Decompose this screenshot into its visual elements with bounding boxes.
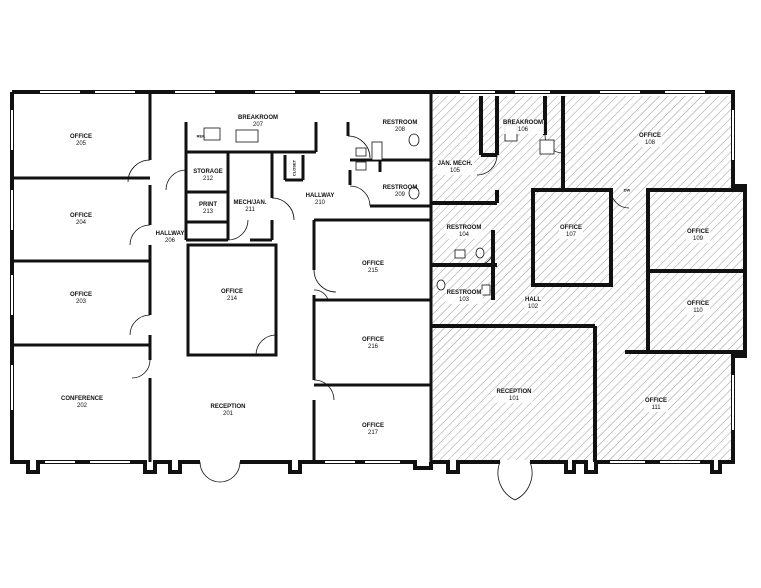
ref-label: REF. bbox=[196, 133, 206, 139]
interior-walls-east bbox=[431, 96, 747, 462]
interior-walls-west bbox=[12, 92, 431, 462]
closet-label: CLOSET bbox=[291, 159, 297, 177]
room-label-211: MECH/JAN.211 bbox=[233, 200, 267, 213]
room-label-105: JAN. MECH.105 bbox=[436, 161, 474, 175]
dw-label: DW bbox=[623, 187, 631, 193]
fixtures bbox=[203, 124, 555, 296]
hatched-suite bbox=[431, 96, 745, 460]
door-swings bbox=[127, 134, 630, 501]
